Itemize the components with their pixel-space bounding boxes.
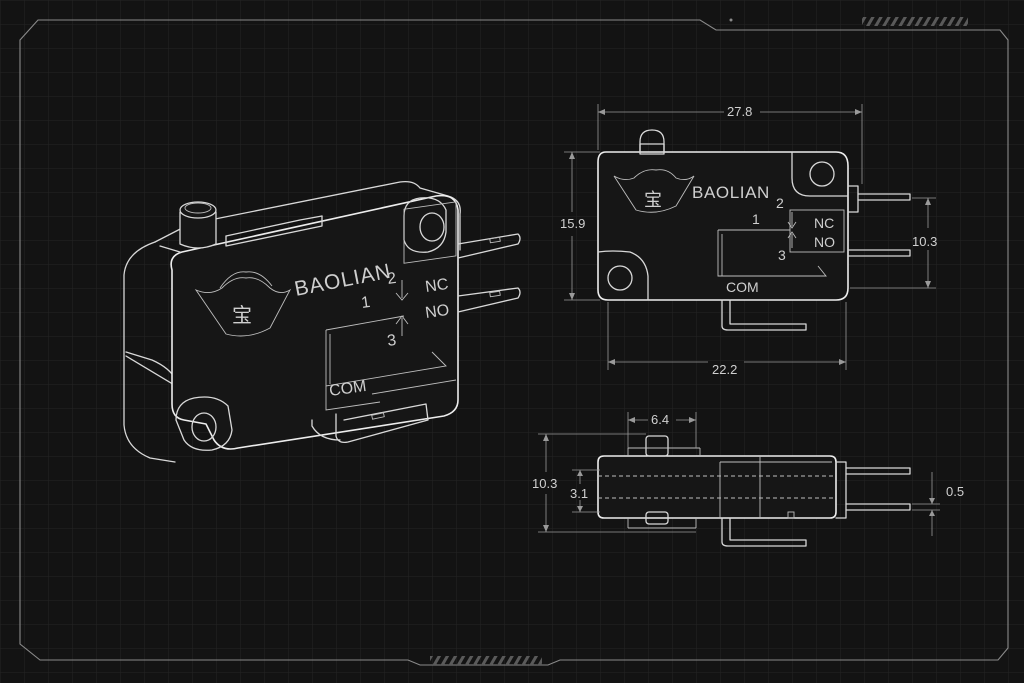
dim-thickness: 10.3 <box>532 476 557 491</box>
front-label-com: COM <box>726 279 759 295</box>
iso-body-front <box>170 194 459 450</box>
side-terminal-com <box>721 517 807 547</box>
front-mount-hole-top <box>809 161 835 187</box>
dim-terminal-span: 10.3 <box>912 234 937 249</box>
dim-inner-thickness: 3.1 <box>570 486 588 501</box>
front-pin-3: 3 <box>778 247 786 263</box>
side-terminal-top <box>845 467 911 475</box>
iso-logo-glyph: 宝 <box>232 304 252 327</box>
iso-terminal-box <box>403 201 457 264</box>
front-dimensions: 27.8 15.9 10.3 22.2 <box>560 104 937 377</box>
dim-height-body: 15.9 <box>560 216 585 231</box>
front-label-nc: NC <box>814 215 834 231</box>
iso-brand-logo: 宝 <box>194 271 292 337</box>
iso-label-nc: NC <box>424 276 449 296</box>
side-dimensions: 6.4 10.3 3.1 0.5 <box>532 412 964 536</box>
iso-body-top <box>154 180 461 251</box>
frame-hatch-top-right <box>862 17 968 26</box>
front-body <box>597 151 849 301</box>
iso-mount-hole-top <box>403 197 447 253</box>
dim-terminal-thickness: 0.5 <box>946 484 964 499</box>
hud-frame <box>19 17 1009 666</box>
iso-terminal-no-tab <box>457 287 521 313</box>
side-body <box>597 455 837 519</box>
front-pin-1: 1 <box>752 211 760 227</box>
front-mount-hole-bottom <box>607 265 633 291</box>
side-terminal-bottom <box>845 503 911 511</box>
iso-pin-2: 2 <box>386 270 397 288</box>
front-terminal-tabs <box>847 185 911 257</box>
dim-length-total: 27.8 <box>727 104 752 119</box>
front-brand-logo: 宝 <box>613 169 695 213</box>
iso-actuator <box>179 201 217 249</box>
front-logo-glyph: 宝 <box>644 190 662 210</box>
front-terminal-box <box>789 209 845 253</box>
front-terminal-com <box>721 299 807 331</box>
iso-terminal-nc-tab <box>457 233 521 259</box>
iso-pin-3: 3 <box>386 332 397 350</box>
frame-hatch-bottom <box>430 656 542 665</box>
front-label-no: NO <box>814 234 835 250</box>
isometric-switch-view: 宝 BAOLIAN 2 1 3 NC NO COM <box>123 180 521 463</box>
iso-mount-hole-bottom <box>175 396 233 451</box>
iso-terminal-com-tab <box>311 403 429 444</box>
front-view: 宝 BAOLIAN 2 1 3 NC NO COM <box>597 129 911 331</box>
iso-label-com: COM <box>328 378 367 400</box>
side-view <box>597 435 911 547</box>
iso-label-no: NO <box>424 302 450 322</box>
iso-pin-1: 1 <box>360 294 371 312</box>
front-pin-2: 2 <box>776 195 784 211</box>
iso-body-left-side <box>123 241 176 463</box>
dim-actuator-offset: 6.4 <box>651 412 669 427</box>
dim-length-body: 22.2 <box>712 362 737 377</box>
front-brand-text: BAOLIAN <box>692 183 770 202</box>
